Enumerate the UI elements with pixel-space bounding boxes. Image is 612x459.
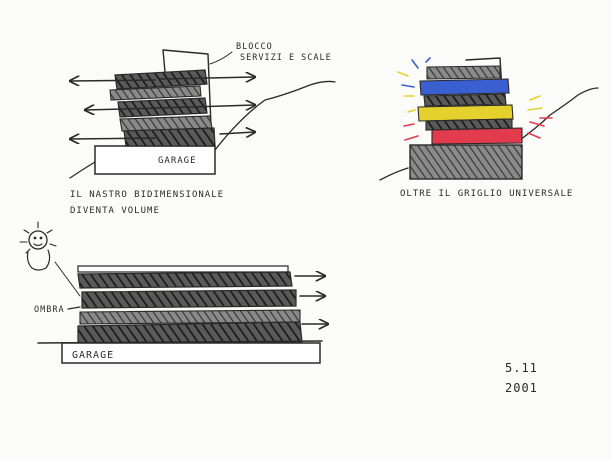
garage-block <box>94 145 216 175</box>
color-band-blue <box>419 78 510 96</box>
arrow <box>85 108 161 110</box>
garage-block <box>61 342 321 364</box>
slab <box>77 265 289 273</box>
caption-line: DIVENTA VOLUME <box>70 206 160 216</box>
date-line: 2001 <box>505 381 538 395</box>
slab <box>77 271 293 289</box>
radiating-marks <box>397 57 553 141</box>
shade-label: OMBRA <box>34 305 65 315</box>
arrow <box>159 77 255 79</box>
sketch-sun-shade: GARAGE OMBRA <box>19 221 328 364</box>
arrow <box>159 105 255 108</box>
caption: OLTRE IL GRIGLIO UNIVERSALE <box>400 189 573 199</box>
caption-line: IL NASTRO BIDIMENSIONALE <box>70 190 224 200</box>
annotation-line: BLOCCO <box>236 42 273 52</box>
arrow <box>70 80 156 81</box>
slab <box>81 289 297 309</box>
color-band-yellow <box>417 104 514 122</box>
slab <box>109 85 202 101</box>
slab <box>79 309 301 325</box>
arrow <box>70 138 156 139</box>
sketch-volume: GARAGE BLOCCO SERVIZI E SCALE IL NASTRO … <box>70 42 336 216</box>
annotation-line: SERVIZI E SCALE <box>240 53 332 63</box>
sketch-colored: OLTRE IL GRIGLIO UNIVERSALE <box>379 57 599 199</box>
date-note: 5.11 2001 <box>505 361 538 395</box>
date-line: 5.11 <box>505 361 538 375</box>
slab <box>123 127 216 147</box>
slab <box>426 65 501 80</box>
slab <box>423 93 507 107</box>
garage-label: GARAGE <box>158 156 197 166</box>
slab <box>77 321 303 345</box>
garage-block <box>409 144 523 180</box>
garage-label: GARAGE <box>72 350 114 361</box>
sun-icon <box>19 221 57 271</box>
arrow <box>219 132 255 134</box>
color-band-red <box>431 127 523 145</box>
